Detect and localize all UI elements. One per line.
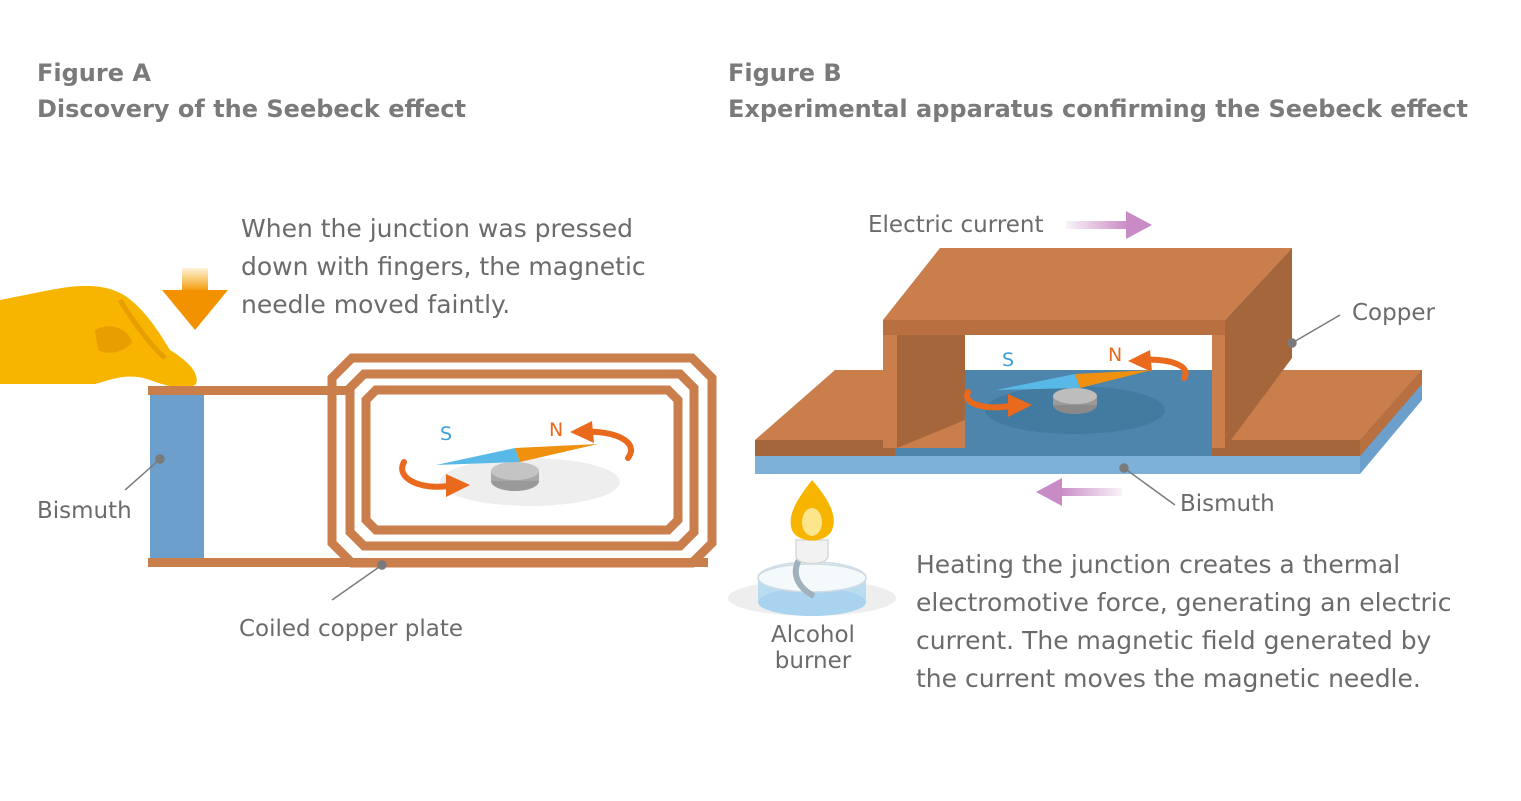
pole-s-label-a: S <box>440 423 453 445</box>
copper-circuit <box>148 386 708 567</box>
copper-flange-right <box>1212 370 1422 456</box>
figure-b-heading: Figure B Experimental apparatus confirmi… <box>728 55 1468 127</box>
figure-a-label: Figure A <box>37 59 151 87</box>
burner-label-line: Alcohol <box>771 622 855 648</box>
bismuth-leader-line-a <box>124 458 161 491</box>
pole-s-label-b: S <box>1002 349 1015 371</box>
caption-line: current. The magnetic field generated by <box>916 626 1432 655</box>
figure-a-artwork <box>0 268 717 601</box>
figure-a-caption: When the junction was pressed down with … <box>241 210 646 324</box>
caption-line: Heating the junction creates a thermal <box>916 550 1401 579</box>
press-arrow-icon <box>162 268 228 330</box>
current-arrow-left-icon <box>1036 478 1122 506</box>
bismuth-label-b: Bismuth <box>1180 491 1275 517</box>
figure-a-heading: Figure A Discovery of the Seebeck effect <box>37 55 466 127</box>
alcohol-burner-icon <box>728 480 896 616</box>
caption-line: electromotive force, generating an elect… <box>916 588 1452 617</box>
burner-label-line: burner <box>774 648 852 674</box>
compass-needle-b <box>985 370 1165 434</box>
pole-n-label-b: N <box>1108 344 1123 366</box>
figure-b-artwork <box>728 211 1422 616</box>
rotation-arrow-icon <box>570 421 594 443</box>
rotation-arrow-icon <box>1128 350 1152 372</box>
caption-line: down with fingers, the magnetic <box>241 252 646 281</box>
caption-line: When the junction was pressed <box>241 214 633 243</box>
coiled-copper-plate <box>327 353 717 568</box>
caption-line: needle moved faintly. <box>241 290 511 319</box>
copper-bridge <box>883 248 1292 448</box>
figure-b-title: Experimental apparatus confirming the Se… <box>728 95 1469 123</box>
coil-label: Coiled copper plate <box>239 616 464 642</box>
pole-n-label-a: N <box>549 419 564 441</box>
coil-leader-line <box>331 564 383 601</box>
rotation-arrow-icon <box>446 474 470 497</box>
caption-line: the current moves the magnetic needle. <box>916 664 1421 693</box>
figure-b-caption: Heating the junction creates a thermal e… <box>916 546 1451 698</box>
bismuth-leader-line-b <box>1123 467 1176 506</box>
bismuth-bar-a <box>150 395 204 558</box>
copper-label: Copper <box>1352 300 1435 326</box>
compass-needle-a <box>436 444 620 506</box>
figure-b-label: Figure B <box>728 59 842 87</box>
figure-a-title: Discovery of the Seebeck effect <box>37 95 466 123</box>
alcohol-burner-label: Alcohol burner <box>770 622 856 674</box>
current-arrow-right-icon <box>1066 211 1152 239</box>
bismuth-label-a: Bismuth <box>37 498 132 524</box>
copper-leader-line <box>1291 314 1341 344</box>
rotation-arrow-icon <box>1008 394 1032 417</box>
copper-flange-left <box>755 370 895 456</box>
electric-current-label: Electric current <box>868 212 1044 238</box>
hand-icon <box>0 285 197 388</box>
